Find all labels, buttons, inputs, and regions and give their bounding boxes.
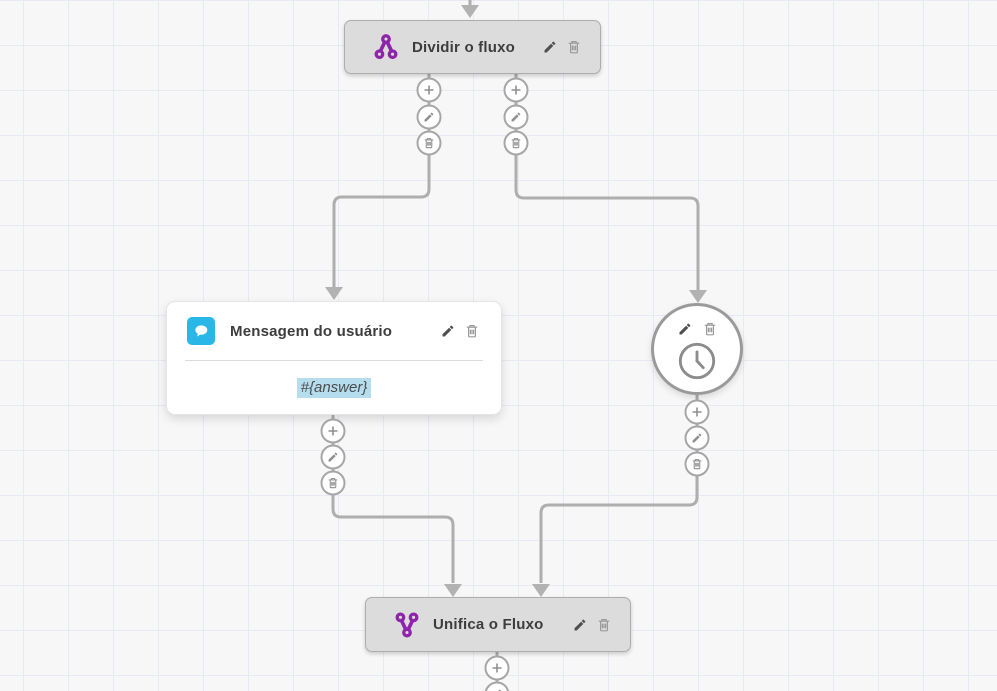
add-node-button[interactable] <box>416 77 442 103</box>
trash-icon[interactable] <box>702 321 718 337</box>
trash-icon[interactable] <box>596 617 612 633</box>
edit-branch-button[interactable] <box>503 104 529 130</box>
add-node-button[interactable] <box>684 399 710 425</box>
node-user-message[interactable]: Mensagem do usuário #{answer} <box>166 301 502 415</box>
arrowhead-into-merge-left <box>444 584 462 597</box>
message-node-title: Mensagem do usuário <box>230 322 393 340</box>
delete-branch-button[interactable] <box>416 130 442 156</box>
add-node-button[interactable] <box>503 77 529 103</box>
pencil-icon[interactable] <box>440 323 456 339</box>
pencil-icon[interactable] <box>542 39 558 55</box>
message-variable-text: #{answer} <box>296 377 372 398</box>
connector-timer-to-merge <box>539 395 699 583</box>
merge-flow-icon <box>394 611 420 639</box>
pencil-icon[interactable] <box>677 321 693 337</box>
arrowhead-into-merge-right <box>532 584 550 597</box>
merge-node-title: Unifica o Fluxo <box>433 616 544 633</box>
arrowhead-into-timer <box>689 290 707 303</box>
add-node-button[interactable] <box>484 655 510 681</box>
connector-split-to-message <box>332 74 431 287</box>
pencil-icon[interactable] <box>572 617 588 633</box>
split-node-title: Dividir o fluxo <box>412 38 516 56</box>
edit-branch-button[interactable] <box>484 681 510 691</box>
add-node-button[interactable] <box>320 418 346 444</box>
divider <box>185 360 483 361</box>
delete-branch-button[interactable] <box>503 130 529 156</box>
edit-branch-button[interactable] <box>416 104 442 130</box>
connector-split-to-timer <box>514 74 700 290</box>
delete-branch-button[interactable] <box>320 470 346 496</box>
delete-branch-button[interactable] <box>684 451 710 477</box>
arrowhead-into-message <box>325 287 343 300</box>
node-split-flow[interactable]: Dividir o fluxo <box>344 20 601 74</box>
node-merge-flow[interactable]: Unifica o Fluxo <box>365 597 631 652</box>
edit-branch-button[interactable] <box>320 444 346 470</box>
trash-icon[interactable] <box>566 39 582 55</box>
edit-branch-button[interactable] <box>684 425 710 451</box>
node-timer[interactable] <box>651 303 743 395</box>
clock-icon <box>676 340 718 387</box>
arrowhead-into-split <box>461 5 479 18</box>
split-flow-icon <box>373 33 399 61</box>
chat-bubble-icon <box>187 317 215 345</box>
trash-icon[interactable] <box>464 323 480 339</box>
connector-message-to-merge <box>331 415 455 583</box>
